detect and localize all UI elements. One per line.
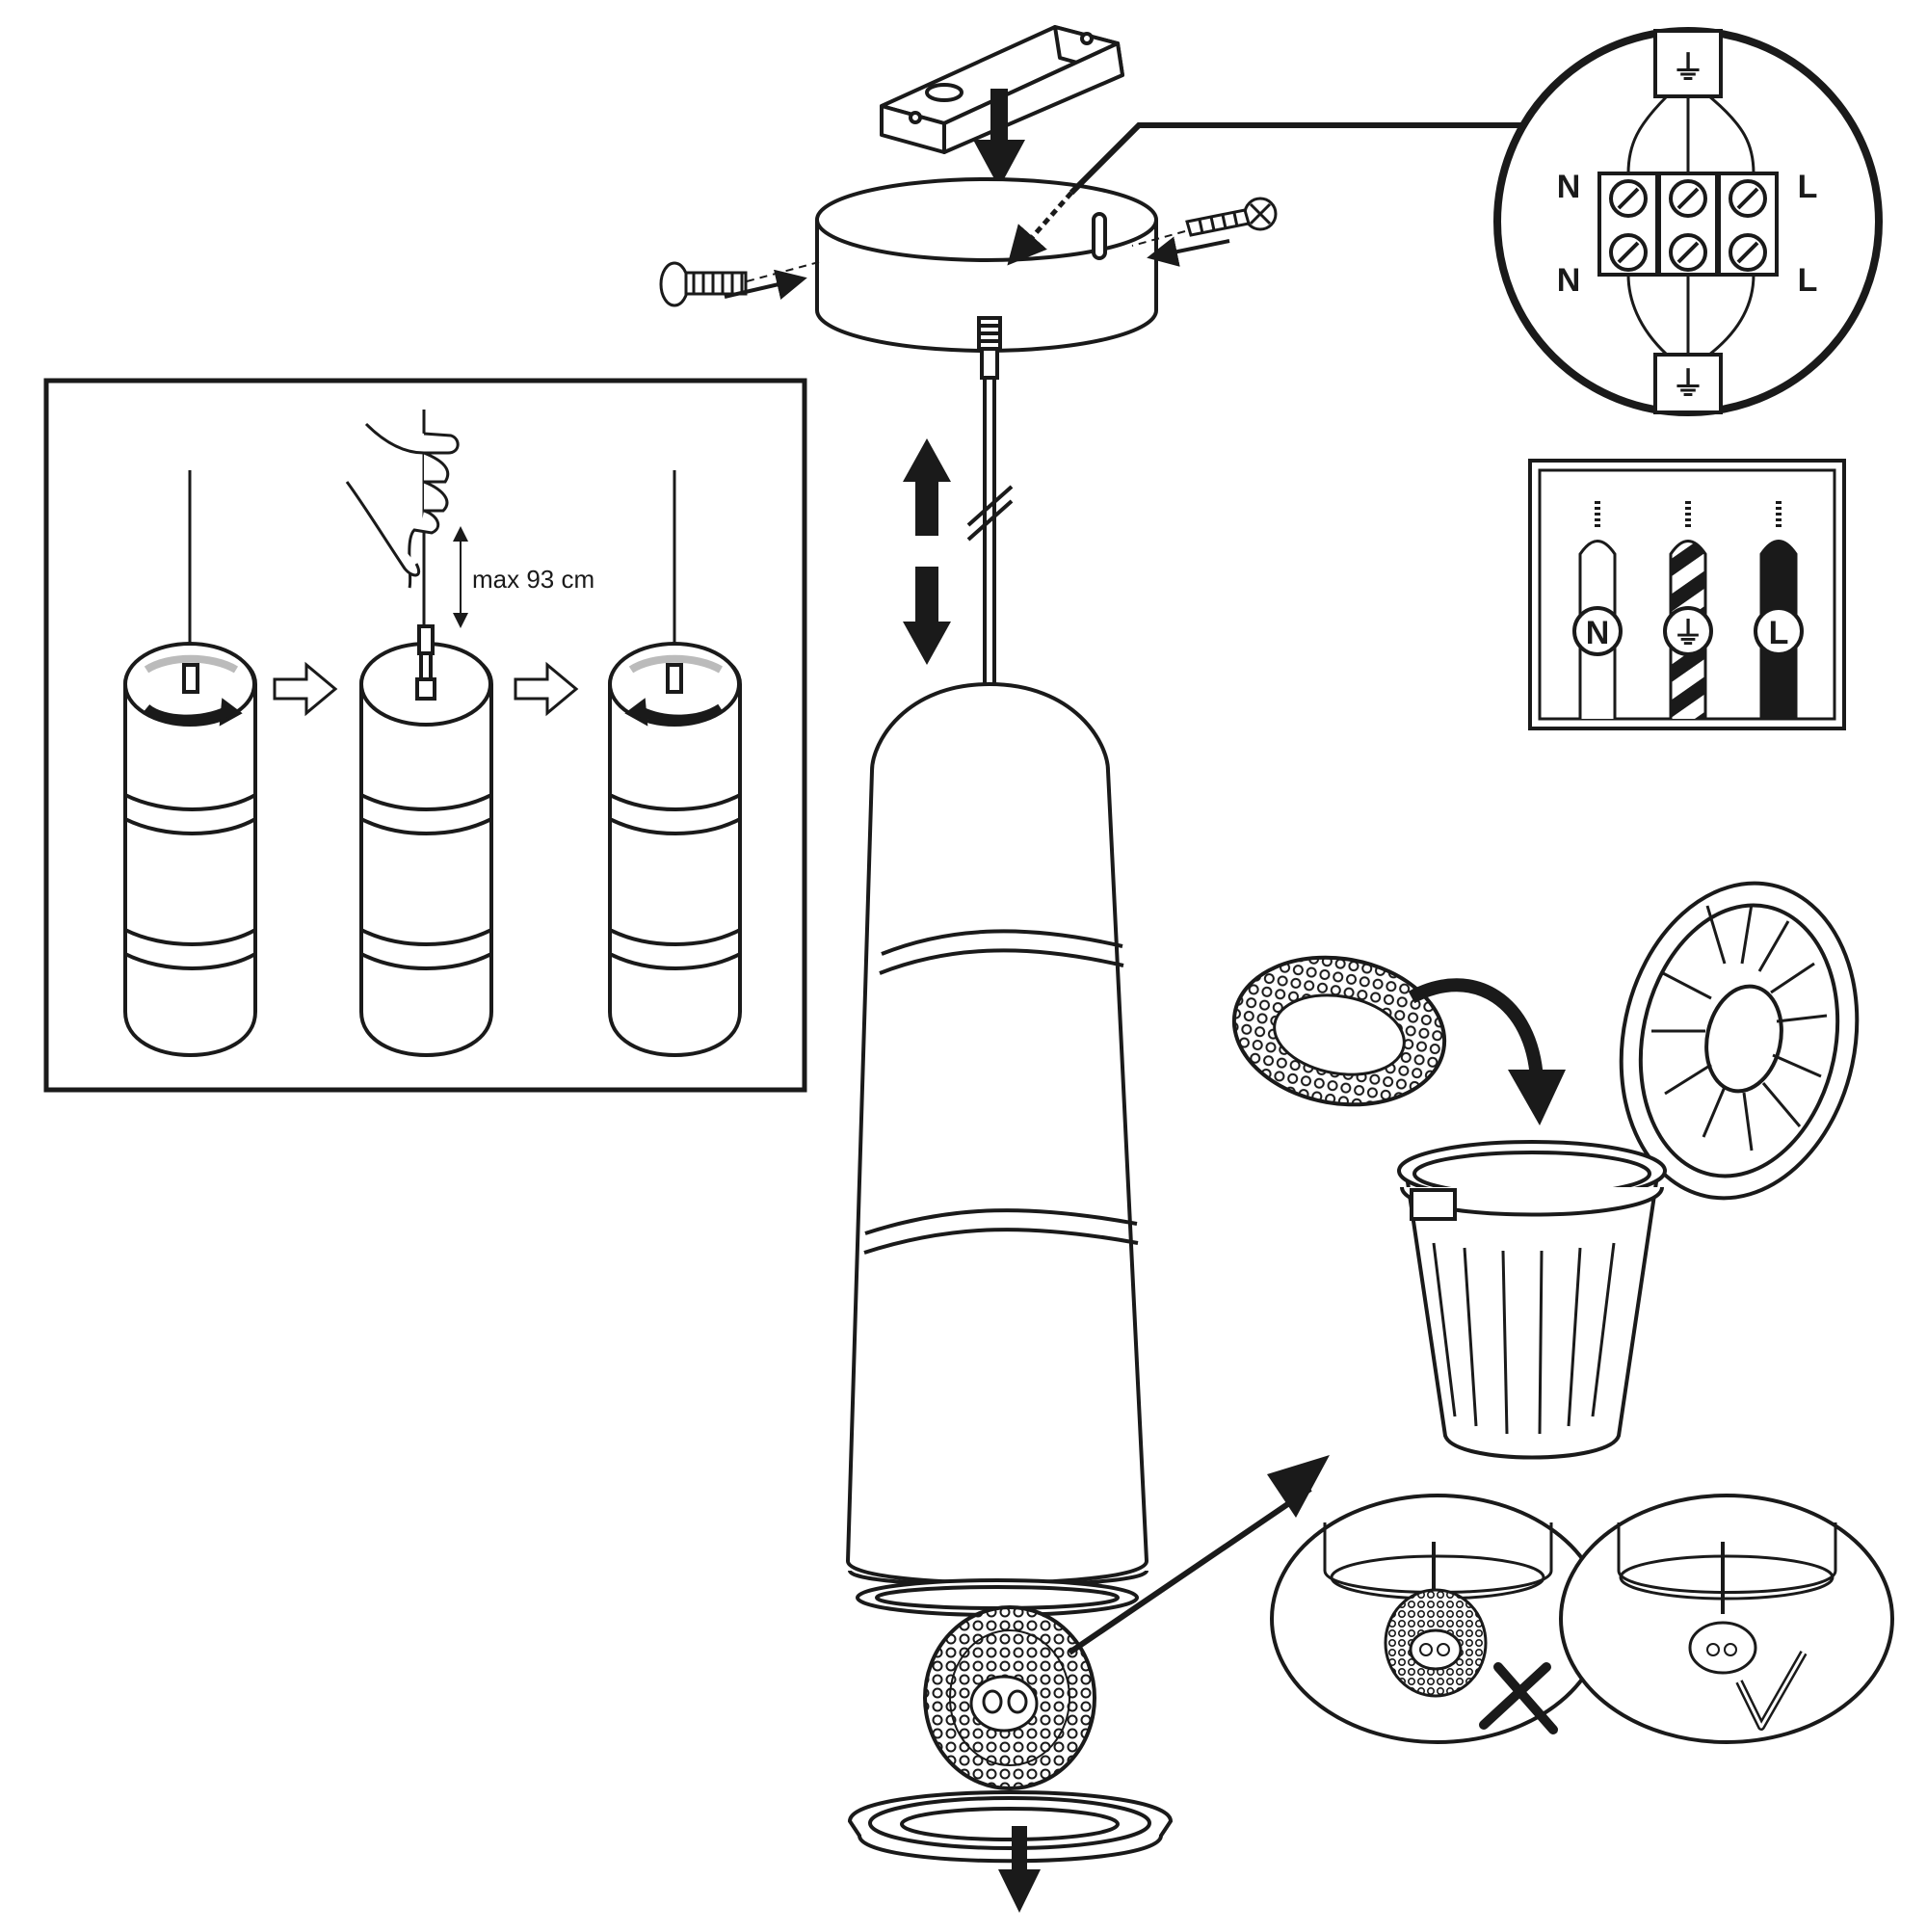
wrong-assembly-detail — [1270, 1494, 1605, 1744]
inset-lamp-2 — [359, 410, 493, 1057]
hand-icon — [345, 422, 460, 589]
wire-label-earth: ⏚ — [1673, 616, 1703, 650]
mounting-bracket — [880, 25, 1124, 154]
bottom-ring — [847, 1790, 1174, 1864]
screw-right — [1185, 197, 1278, 237]
wire-earth: ⏚ — [1663, 501, 1713, 719]
inset-lamp-3 — [608, 470, 742, 1057]
dotted-ring — [1231, 955, 1447, 1107]
wire-label-neutral: N — [1586, 615, 1610, 651]
earth-symbol-top: ⏚ — [1672, 50, 1704, 87]
wire-neutral: N — [1572, 501, 1623, 719]
inset-step-arrow-1 — [273, 661, 338, 717]
arrow-to-bin-top — [1508, 1070, 1566, 1125]
earth-symbol-bottom: ⏚ — [1672, 366, 1704, 403]
terminal-block-detail: ⏚ ⏚ N N L L — [1493, 27, 1883, 416]
diffuser-disc — [923, 1605, 1096, 1790]
arrow-down-ring — [998, 1826, 1041, 1913]
terminal-label-right-top: L — [1798, 169, 1818, 205]
height-adjust-inset: max 93 cm — [43, 378, 807, 1093]
checkmark-icon — [1735, 1651, 1808, 1731]
terminal-label-left-top: N — [1557, 169, 1581, 205]
height-adjust-arrows — [903, 438, 951, 665]
terminal-label-left-bottom: N — [1557, 262, 1581, 299]
inset-lamp-1 — [123, 470, 257, 1057]
arrow-to-bin — [1267, 1455, 1330, 1518]
max-length-label: max 93 cm — [472, 565, 594, 594]
trash-bin-icon — [1397, 881, 1860, 1460]
screw-left — [659, 261, 748, 307]
cross-icon — [1479, 1662, 1558, 1734]
max-length-dimension: max 93 cm — [453, 526, 594, 628]
suspension-cable — [966, 316, 1014, 684]
inset-step-arrow-2 — [514, 661, 579, 717]
correct-assembly-detail — [1559, 1494, 1894, 1744]
wire-label-live: L — [1769, 615, 1789, 651]
arrow-down-bracket — [973, 89, 1025, 188]
terminal-label-right-bottom: L — [1798, 262, 1818, 299]
wire-color-legend: N ⏚ L — [1528, 459, 1846, 730]
pendant-lamp — [845, 681, 1149, 1617]
wire-live: L — [1754, 501, 1804, 719]
